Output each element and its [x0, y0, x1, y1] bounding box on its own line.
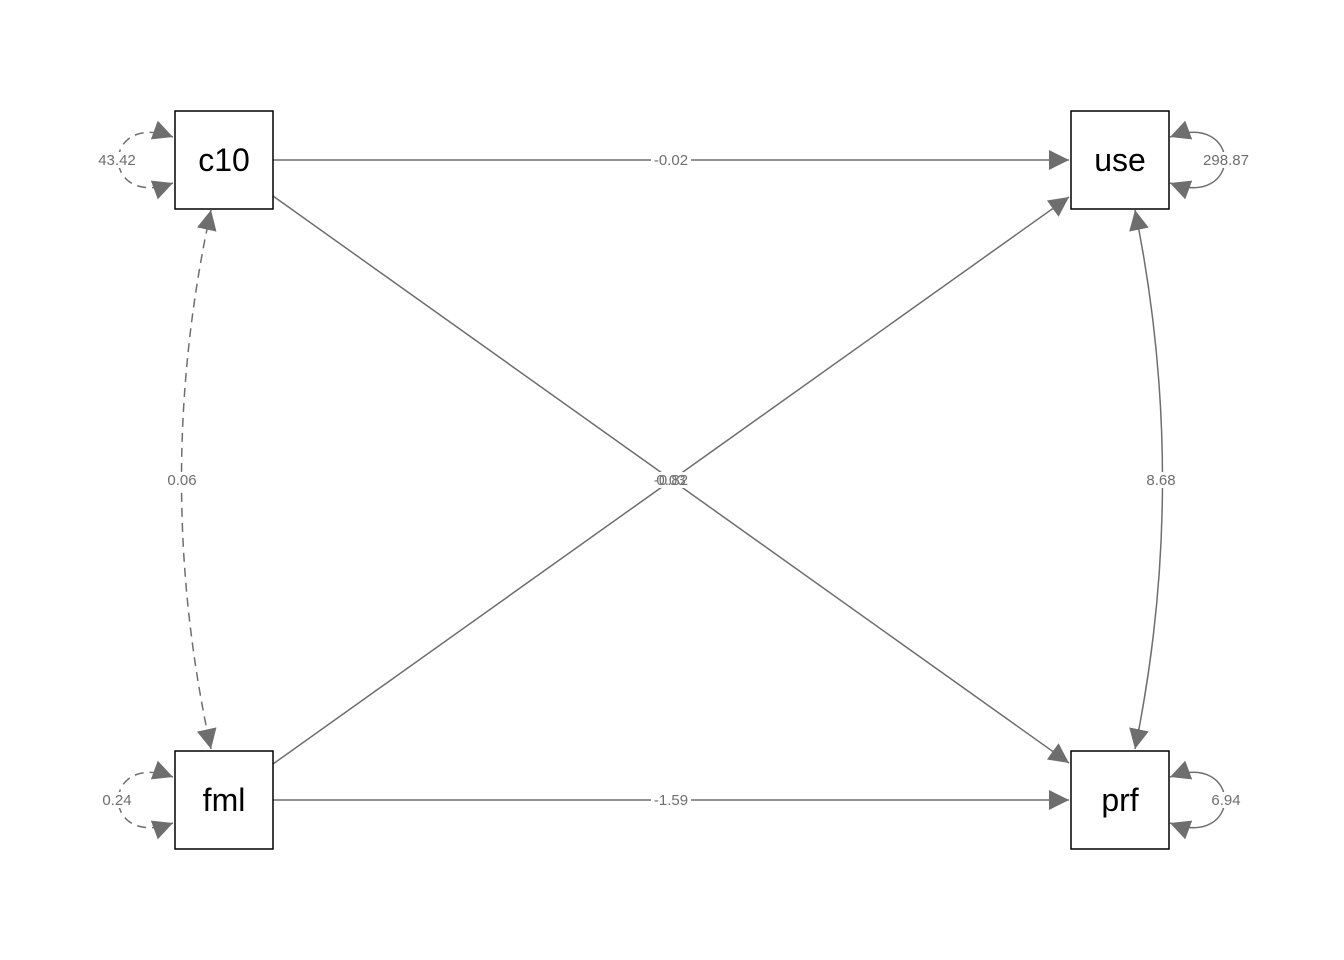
variance-label-c10: 43.42: [97, 152, 137, 169]
svg-text:prf: prf: [1101, 782, 1138, 818]
edge-label-use-prf-cov: 8.68: [1143, 472, 1179, 489]
svg-text:-1.59: -1.59: [654, 792, 688, 809]
svg-text:0.24: 0.24: [102, 792, 131, 809]
node-prf: prf: [1070, 750, 1170, 850]
svg-text:298.87: 298.87: [1203, 152, 1249, 169]
edge-label-fml-to-use: 0.03: [656, 472, 685, 489]
svg-text:fml: fml: [203, 782, 246, 818]
edge-label-crossing: -0.82 0.03: [651, 472, 691, 489]
svg-text:-0.02: -0.02: [654, 152, 688, 169]
edge-label-c10-to-prf: -0.82: [654, 472, 688, 489]
variance-label-prf: 6.94: [1208, 792, 1244, 809]
svg-text:c10: c10: [198, 142, 250, 178]
edge-label-c10-to-use: -0.02: [651, 152, 691, 169]
svg-text:8.68: 8.68: [1146, 472, 1175, 489]
node-use: use: [1070, 110, 1170, 210]
variance-label-fml: 0.24: [101, 792, 133, 809]
node-fml: fml: [174, 750, 274, 850]
node-c10: c10: [174, 110, 274, 210]
svg-text:0.06: 0.06: [167, 472, 196, 489]
edge-label-fml-to-prf: -1.59: [651, 792, 691, 809]
svg-text:6.94: 6.94: [1211, 792, 1240, 809]
variance-label-use: 298.87: [1200, 152, 1252, 169]
svg-text:use: use: [1094, 142, 1146, 178]
edge-label-c10-fml-cov: 0.06: [164, 472, 200, 489]
svg-text:43.42: 43.42: [98, 152, 136, 169]
